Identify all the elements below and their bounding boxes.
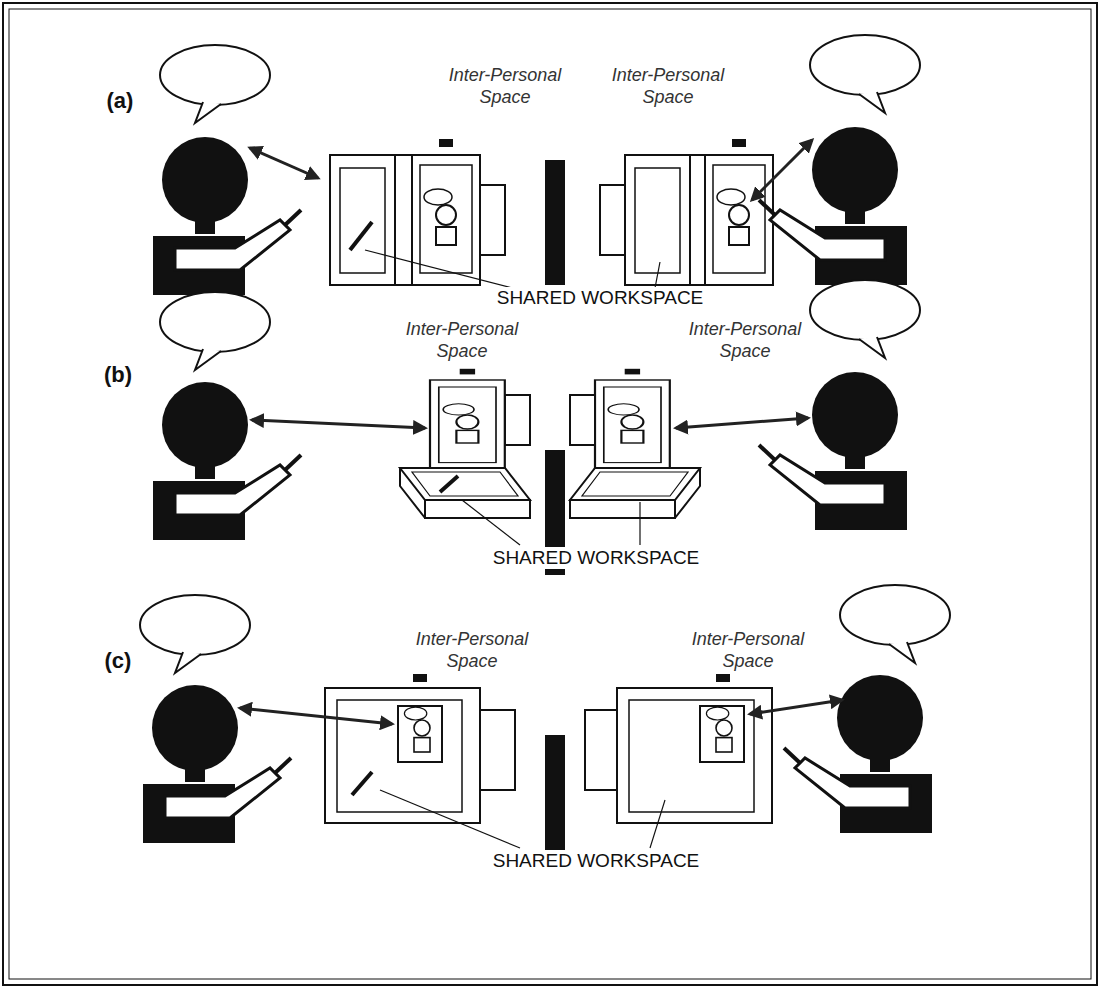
space-label: Inter-Personal Space <box>598 64 738 108</box>
space-label: Inter-Personal Space <box>675 318 815 362</box>
space-label: Inter-Personal Space <box>402 628 542 672</box>
space-label: Inter-Personal Space <box>678 628 818 672</box>
space-label: Inter-Personal Space <box>392 318 532 362</box>
panel-letter: (a) <box>107 88 134 114</box>
workspace-label: SHARED WORKSPACE <box>490 547 703 569</box>
workspace-label: SHARED WORKSPACE <box>494 287 707 309</box>
panel-letter: (b) <box>104 362 132 388</box>
panel-letter: (c) <box>105 648 132 674</box>
workspace-label: SHARED WORKSPACE <box>490 850 703 872</box>
space-label: Inter-Personal Space <box>435 64 575 108</box>
